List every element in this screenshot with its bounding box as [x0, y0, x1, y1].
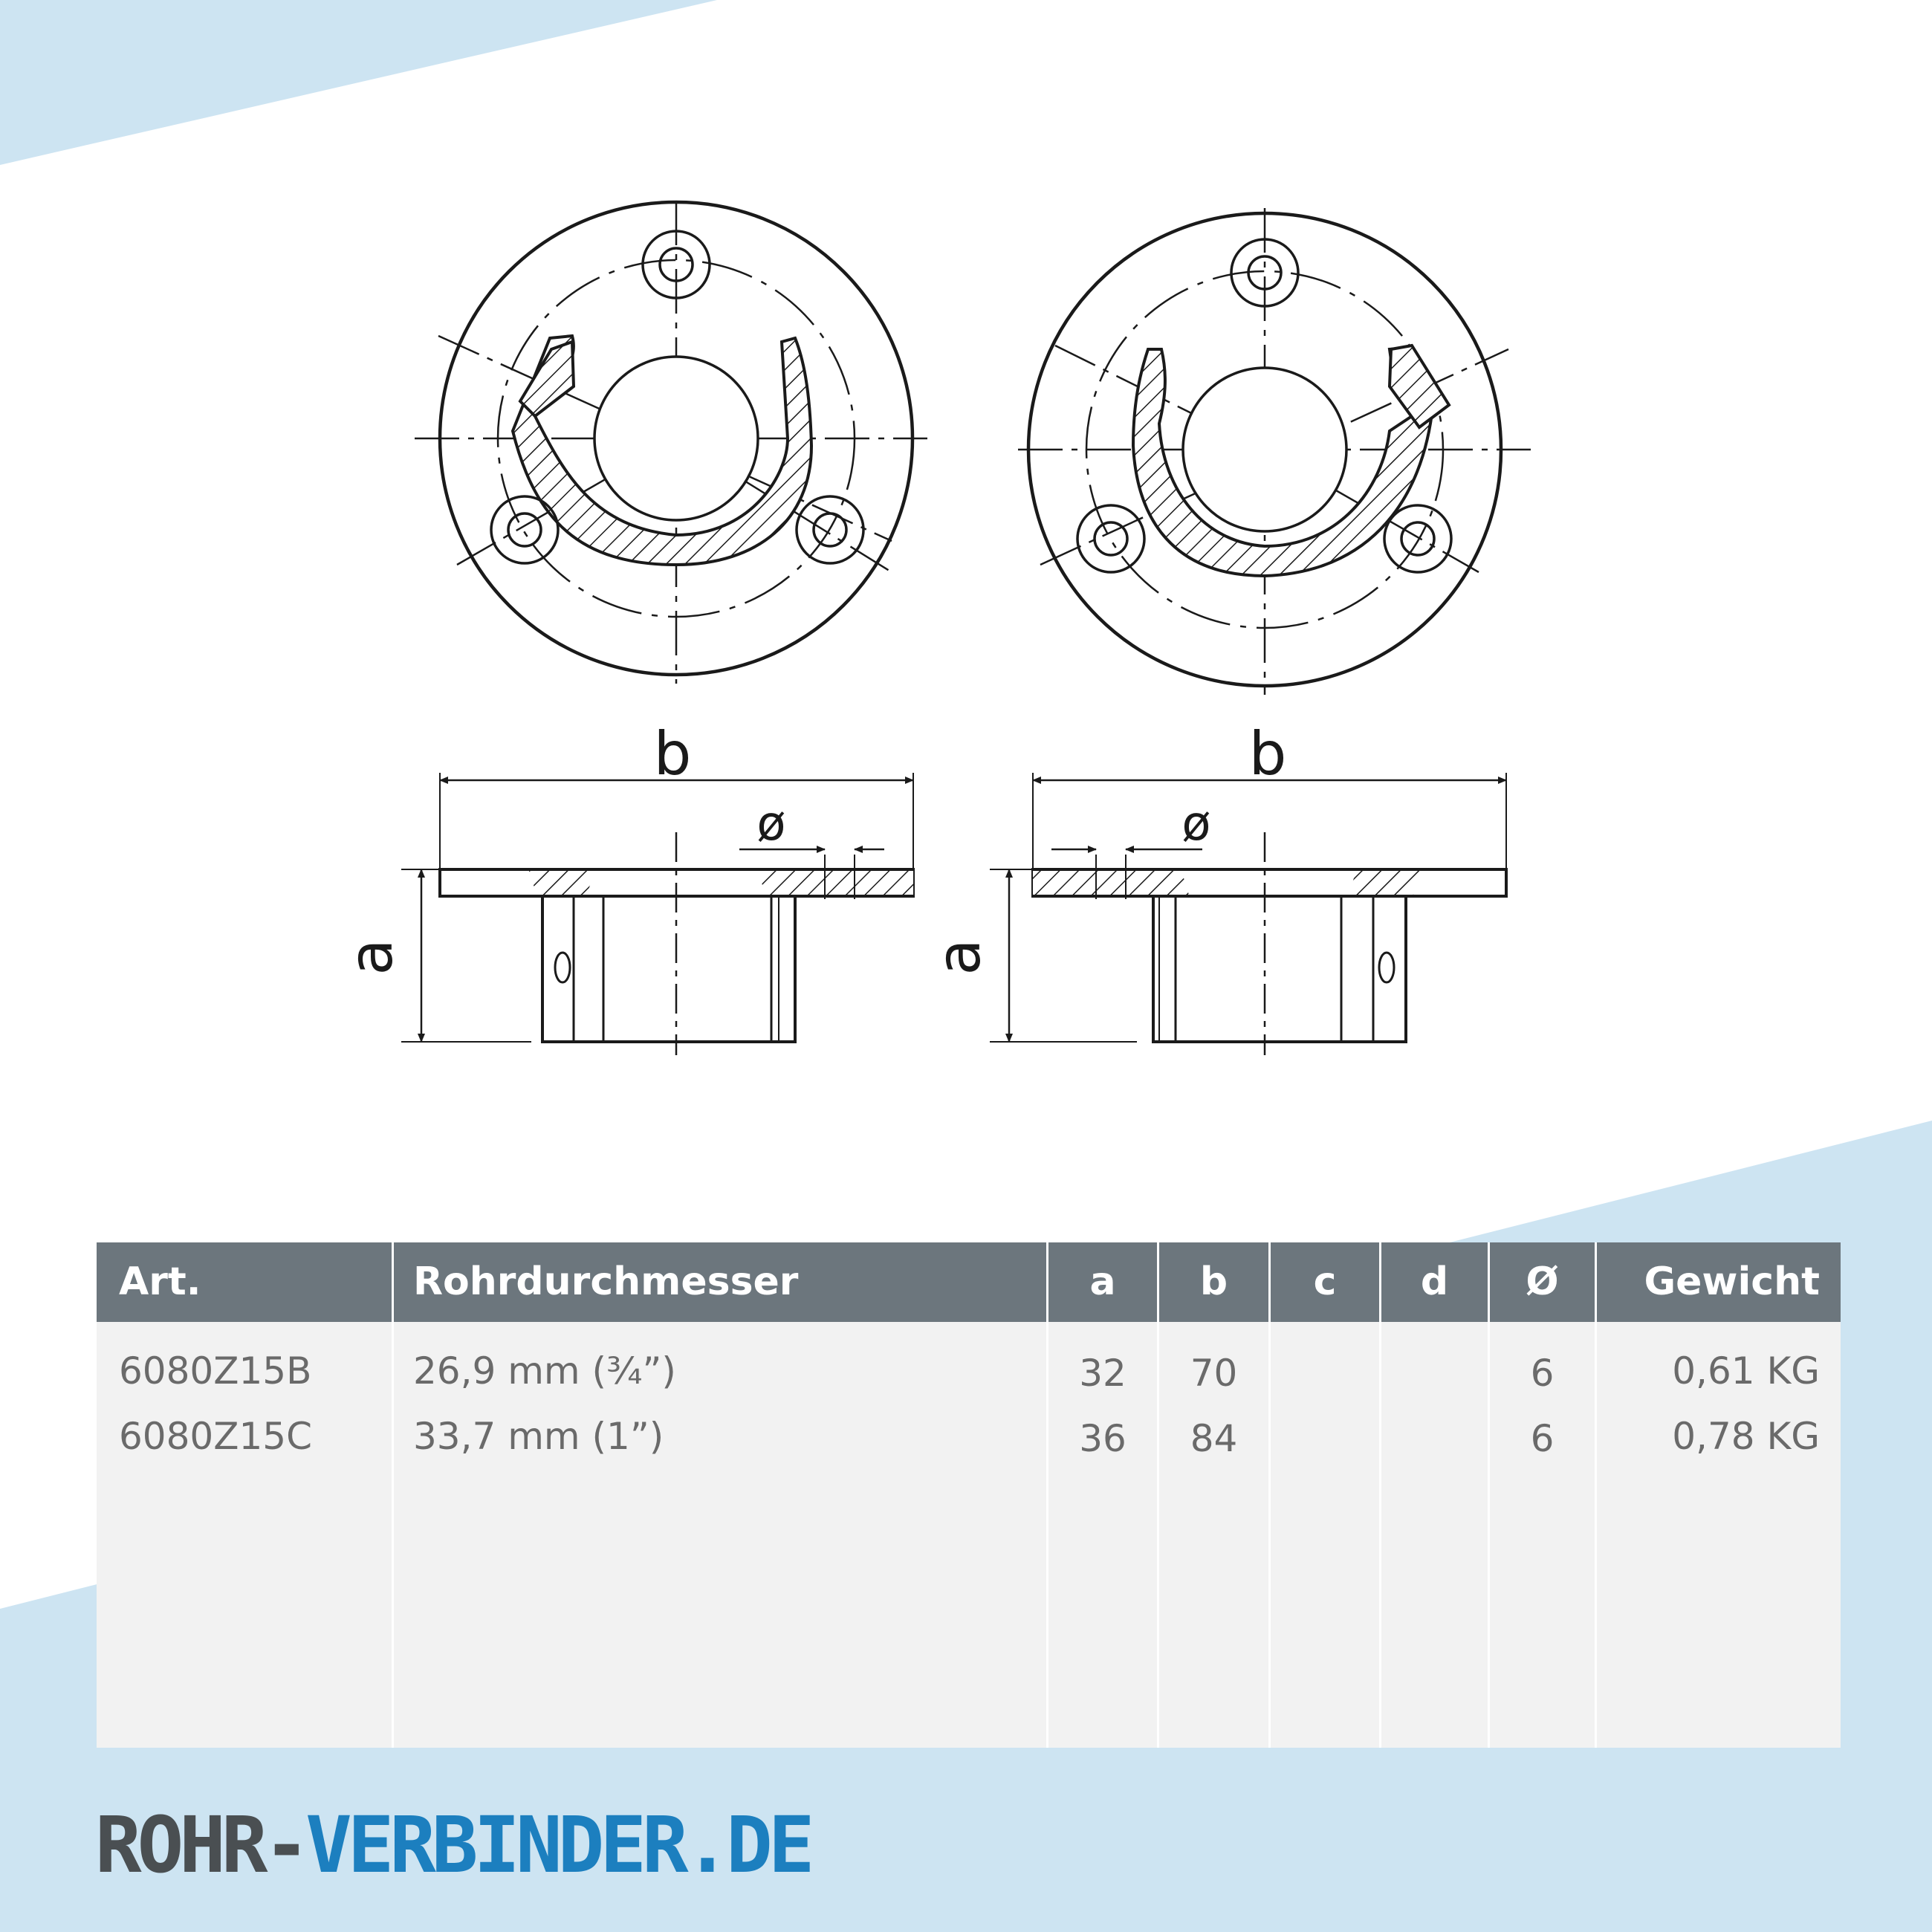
flange-hatch-left [1033, 871, 1189, 895]
label-dia-right: ø [1181, 797, 1210, 852]
row-1-art: 6080Z15C [119, 1415, 313, 1458]
brand-logo: ROHR-VERBINDER.DE [95, 1800, 814, 1890]
header-a: a [1089, 1260, 1116, 1304]
row-1-c [1271, 1409, 1379, 1468]
row-1-gewicht: 0,78 KG [1672, 1415, 1820, 1458]
pipe-bore [593, 355, 759, 522]
row-1-b: 84 [1190, 1417, 1238, 1460]
socket-body [1152, 895, 1407, 1043]
row-1-d [1381, 1409, 1488, 1468]
label-dia-left: ø [756, 797, 785, 852]
row-0-b: 70 [1190, 1352, 1238, 1395]
label-b-right: b [1249, 719, 1287, 788]
spec-table: Art. Rohrdurchmesser a b c d Ø Gewicht 6… [97, 1242, 1841, 1748]
header-d: d [1420, 1260, 1449, 1304]
top-view-left [415, 200, 927, 684]
row-0-art: 6080Z15B [119, 1349, 312, 1393]
top-left-accent [0, 0, 717, 165]
row-1-dia: 6 [1530, 1417, 1555, 1460]
header-art: Art. [119, 1260, 201, 1304]
header-gewicht: Gewicht [1644, 1260, 1820, 1304]
brand-part2: VERBINDER.DE [305, 1800, 814, 1890]
row-0-dia: 6 [1530, 1352, 1555, 1395]
label-b-left: b [654, 719, 692, 788]
label-a-right: a [924, 939, 993, 975]
row-0-c [1271, 1343, 1379, 1403]
socket-body [541, 895, 797, 1043]
flange-hatch-right [1349, 871, 1421, 895]
bolt-holes [490, 230, 865, 565]
header-b: b [1199, 1260, 1228, 1304]
row-0-a: 32 [1079, 1352, 1127, 1395]
set-screw-hole [554, 951, 571, 984]
header-c: c [1313, 1260, 1337, 1304]
label-a-left: a [337, 939, 406, 975]
set-screw-hole [1378, 951, 1395, 984]
hatched-wedge [518, 340, 576, 418]
flange-hatch-right [758, 871, 913, 895]
header-rohrdurchmesser: Rohrdurchmesser [413, 1260, 799, 1304]
flange-hatch-left [529, 871, 594, 895]
row-0-gewicht: 0,61 KG [1672, 1349, 1820, 1393]
row-0-d [1381, 1343, 1488, 1403]
hatched-wedge [1387, 343, 1451, 429]
bolt-holes [1076, 238, 1453, 574]
row-1-a: 36 [1079, 1417, 1127, 1460]
side-view-left [401, 773, 915, 1055]
row-0-rohrdurchmesser: 26,9 mm (¾”) [413, 1349, 676, 1393]
table-header [97, 1242, 1841, 1322]
side-view-right [990, 773, 1508, 1055]
top-view-right [1018, 208, 1531, 695]
brand-part1: ROHR- [95, 1800, 310, 1890]
technical-drawing: b a ø b a ø [337, 200, 1531, 1055]
pipe-bore [1181, 366, 1348, 533]
header-dia: Ø [1526, 1260, 1559, 1304]
row-1-rohrdurchmesser: 33,7 mm (1”) [413, 1415, 664, 1458]
